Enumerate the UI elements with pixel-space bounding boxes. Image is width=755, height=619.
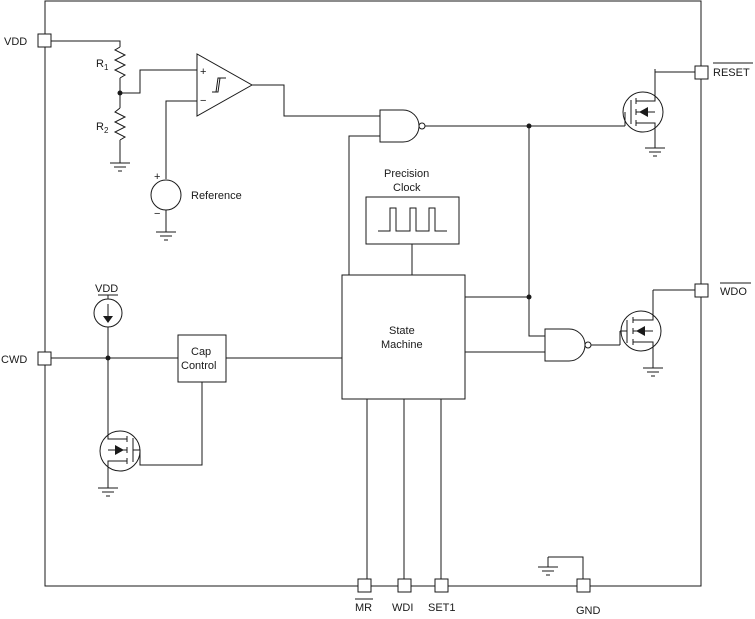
current-source-supply-label: VDD xyxy=(95,283,118,295)
gnd-pin: GND xyxy=(576,578,601,617)
wdi-pin: WDI xyxy=(392,578,413,614)
hysteresis-icon xyxy=(212,77,226,93)
comparator-minus: − xyxy=(200,95,206,107)
ground-icon xyxy=(156,231,176,241)
wdo-pin: WDO xyxy=(694,282,751,298)
reference-minus: − xyxy=(154,208,160,220)
r1-subscript: 1 xyxy=(104,63,109,72)
cwd-pin: CWD xyxy=(1,351,52,366)
wdo-pin-label: WDO xyxy=(720,286,747,298)
clock-waveform-icon xyxy=(378,207,447,232)
precision-clock xyxy=(365,196,460,245)
cap-control-line1: Cap xyxy=(191,346,211,358)
clock-label-line2: Clock xyxy=(393,182,421,194)
reset-pin: RESET xyxy=(694,62,753,80)
wdo-node xyxy=(526,294,532,300)
ground-icon xyxy=(110,162,130,172)
cap-control-line2: Control xyxy=(181,360,216,372)
cwd-pin-label: CWD xyxy=(1,354,27,366)
vdd-pin-label: VDD xyxy=(4,36,27,48)
set1-pin-label: SET1 xyxy=(428,602,456,614)
r1-label: R xyxy=(96,58,104,70)
r2-label: R xyxy=(96,121,104,133)
current-source xyxy=(93,298,123,328)
reset-mosfet xyxy=(622,69,664,148)
resistor-r2: R2 xyxy=(96,107,127,141)
clock-label-line1: Precision xyxy=(384,168,429,180)
set1-pin: SET1 xyxy=(428,578,456,614)
r2-subscript: 2 xyxy=(104,126,109,135)
svg-text:R2: R2 xyxy=(96,121,109,135)
vdd-pin: VDD xyxy=(4,33,52,48)
svg-text:R1: R1 xyxy=(96,58,109,72)
ground-icon xyxy=(645,147,665,157)
state-machine-line1: State xyxy=(389,325,415,337)
state-machine: State Machine xyxy=(341,274,466,400)
nand-gate-reset xyxy=(379,109,426,143)
ground-icon xyxy=(643,367,663,377)
wdi-pin-label: WDI xyxy=(392,602,413,614)
mr-pin: MR xyxy=(355,578,373,614)
reset-pin-label: RESET xyxy=(713,67,750,79)
nand-gate-wdo xyxy=(544,328,592,362)
gnd-pin-label: GND xyxy=(576,605,601,617)
wdo-mosfet xyxy=(619,290,662,368)
reference-label: Reference xyxy=(191,190,242,202)
comparator: + − xyxy=(196,53,254,117)
discharge-mosfet xyxy=(99,430,141,488)
comparator-plus: + xyxy=(200,66,206,78)
cap-control: Cap Control xyxy=(177,334,227,383)
state-machine-line2: Machine xyxy=(381,339,423,351)
resistor-r1: R1 xyxy=(96,46,127,79)
ground-icon xyxy=(538,557,558,576)
reference-plus: + xyxy=(154,171,160,183)
ground-icon xyxy=(98,487,118,497)
mr-pin-label: MR xyxy=(355,602,372,614)
